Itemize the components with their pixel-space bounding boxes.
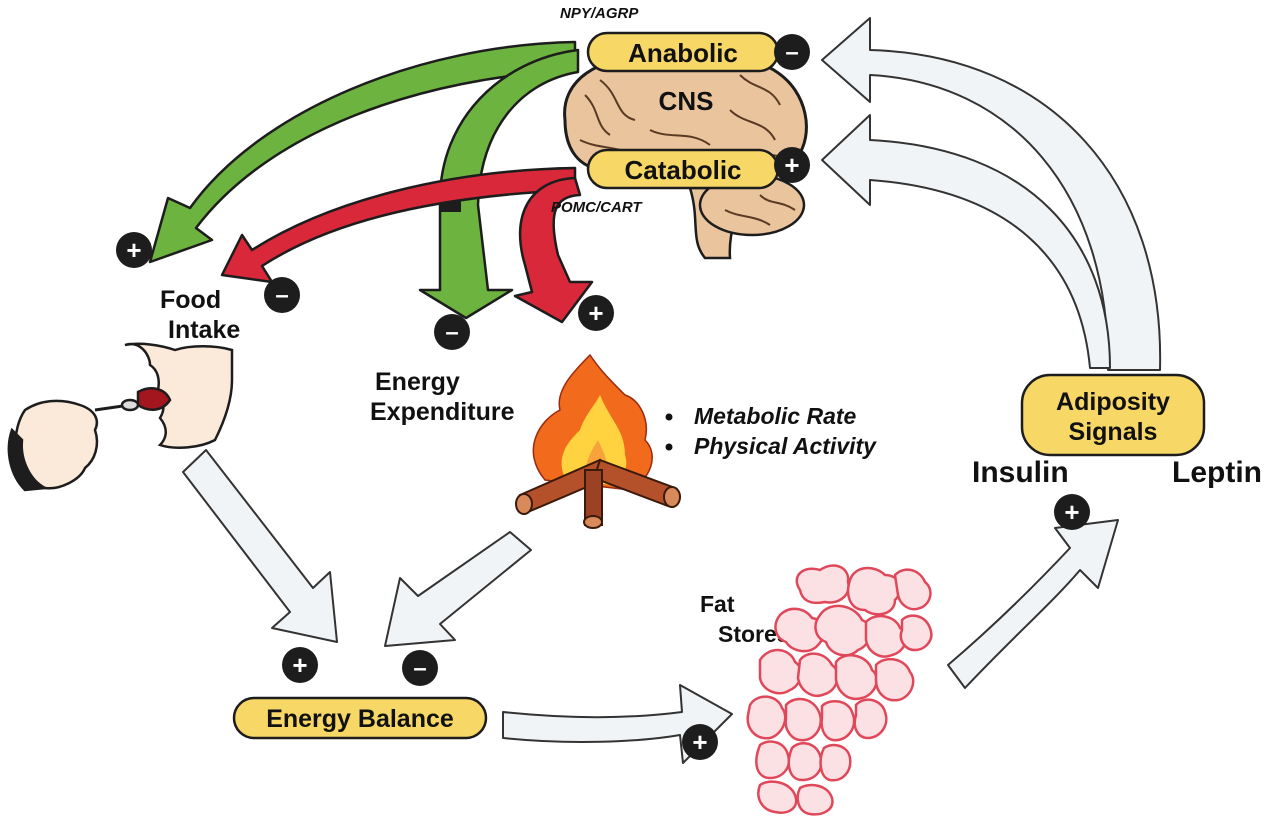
brain-illustration <box>563 50 808 260</box>
adiposity-to-catabolic-arrow <box>821 114 1111 369</box>
catabolic-label: Catabolic <box>624 155 741 185</box>
expenditure-bullets: Metabolic Rate Physical Activity <box>665 403 877 459</box>
energy-expenditure-line2: Expenditure <box>370 398 515 426</box>
anabolic-to-expenditure-arrow <box>418 48 580 320</box>
fire-logs <box>515 458 681 529</box>
fat-to-adiposity-arrow <box>947 519 1119 689</box>
sleeve <box>7 427 50 492</box>
physical-activity-label: Physical Activity <box>694 433 877 459</box>
adiposity-to-anabolic-arrow <box>821 17 1162 371</box>
svg-text:+: + <box>692 727 707 757</box>
energy-balance-label: Energy Balance <box>266 705 454 733</box>
flame-inner <box>561 395 627 485</box>
face-profile <box>124 342 234 449</box>
food-to-balance-arrow <box>182 449 338 643</box>
svg-text:+: + <box>588 298 603 328</box>
svg-text:+: + <box>126 235 141 265</box>
anabolic-label: Anabolic <box>628 38 738 68</box>
cns-label: CNS <box>659 86 714 116</box>
svg-text:–: – <box>785 39 798 66</box>
energy-expenditure-line1: Energy <box>375 368 460 396</box>
metabolic-rate-label: Metabolic Rate <box>694 403 857 429</box>
food-intake-line1: Food <box>160 286 221 314</box>
eating-person-illustration <box>7 342 234 492</box>
npy-agrp-label: NPY/AGRP <box>560 5 639 22</box>
insulin-plus-badge: + <box>1054 494 1090 530</box>
catabolic-to-food-arrow <box>220 166 577 284</box>
svg-text:–: – <box>413 655 426 682</box>
catabolic-pill: Catabolic <box>586 148 780 190</box>
anabolic-pill: Anabolic <box>586 31 780 73</box>
pomc-cart-label: POMC/CART <box>551 199 643 216</box>
fat-plus-badge: + <box>682 724 718 760</box>
balance-minus-badge: – <box>402 650 438 686</box>
catabolic-arrows <box>220 166 594 324</box>
svg-text:+: + <box>1064 497 1079 527</box>
anabolic-arrows <box>148 40 580 320</box>
feedback-arrows <box>182 17 1162 764</box>
catabolic-plus-badge: + <box>774 147 810 183</box>
mouth <box>136 387 172 411</box>
fat-cells-illustration <box>746 564 933 816</box>
adiposity-label-line1: Adiposity <box>1056 388 1170 416</box>
svg-text:+: + <box>784 150 799 180</box>
food-intake-line2: Intake <box>168 316 240 344</box>
adiposity-label-line2: Signals <box>1069 418 1158 446</box>
insulin-label: Insulin <box>972 456 1069 489</box>
leptin-label: Leptin <box>1172 456 1262 489</box>
spoon-bowl <box>120 398 140 412</box>
fat-stores-line1: Fat <box>700 591 735 617</box>
food-minus-badge: – <box>264 277 300 313</box>
energy-balance-pill: Energy Balance <box>232 696 488 740</box>
campfire-illustration <box>515 353 681 529</box>
svg-text:–: – <box>445 319 458 346</box>
balance-plus-badge: + <box>282 647 318 683</box>
adiposity-signals-pill: Adiposity Signals <box>1020 373 1206 457</box>
catabolic-to-expenditure-arrow <box>513 176 594 324</box>
expenditure-plus-badge: + <box>578 295 614 331</box>
anabolic-minus-badge: – <box>774 34 810 70</box>
sign-badges: – + + – – + + + <box>116 34 1090 760</box>
svg-text:+: + <box>292 650 307 680</box>
expenditure-to-balance-arrow <box>384 531 532 647</box>
expenditure-minus-badge: – <box>434 314 470 350</box>
svg-text:–: – <box>275 282 288 309</box>
food-plus-badge: + <box>116 232 152 268</box>
